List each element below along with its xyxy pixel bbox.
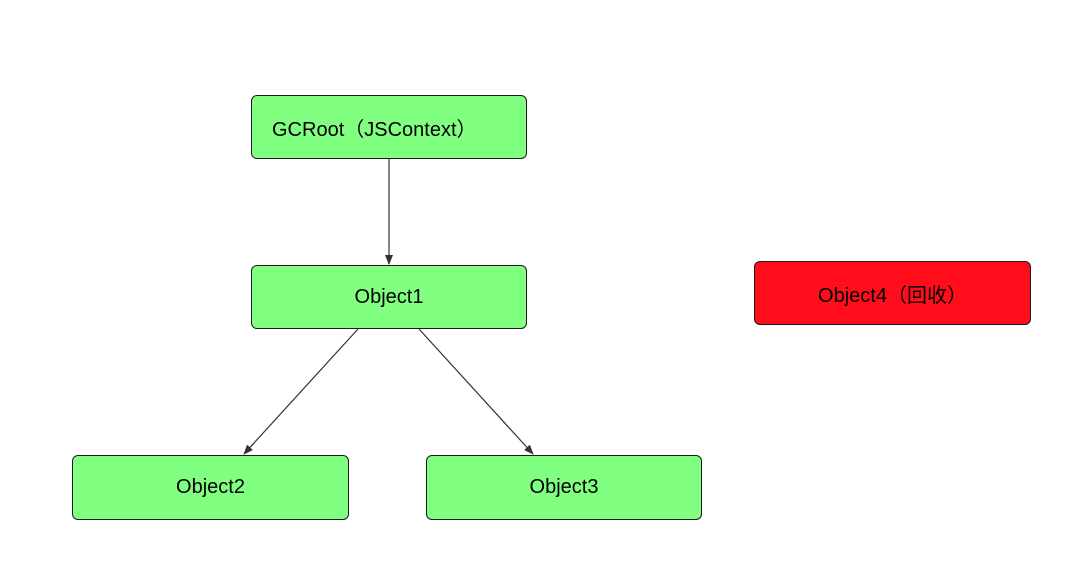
edge-object1-to-object3 [418, 328, 534, 455]
node-object4-collected: Object4（回收） [754, 261, 1031, 325]
node-object2-label: Object2 [176, 476, 245, 498]
edge-object1-to-object2 [243, 328, 359, 455]
node-object4-label: Object4（回收） [818, 284, 967, 307]
node-object3: Object3 [426, 455, 702, 520]
node-gcroot: GCRoot（JSContext） [251, 95, 527, 159]
node-object1: Object1 [251, 265, 527, 329]
node-object1-label: Object1 [354, 285, 424, 308]
node-gcroot-label: GCRoot（JSContext） [272, 118, 477, 141]
node-object3-label: Object3 [529, 476, 599, 498]
node-object2: Object2 [72, 455, 349, 520]
